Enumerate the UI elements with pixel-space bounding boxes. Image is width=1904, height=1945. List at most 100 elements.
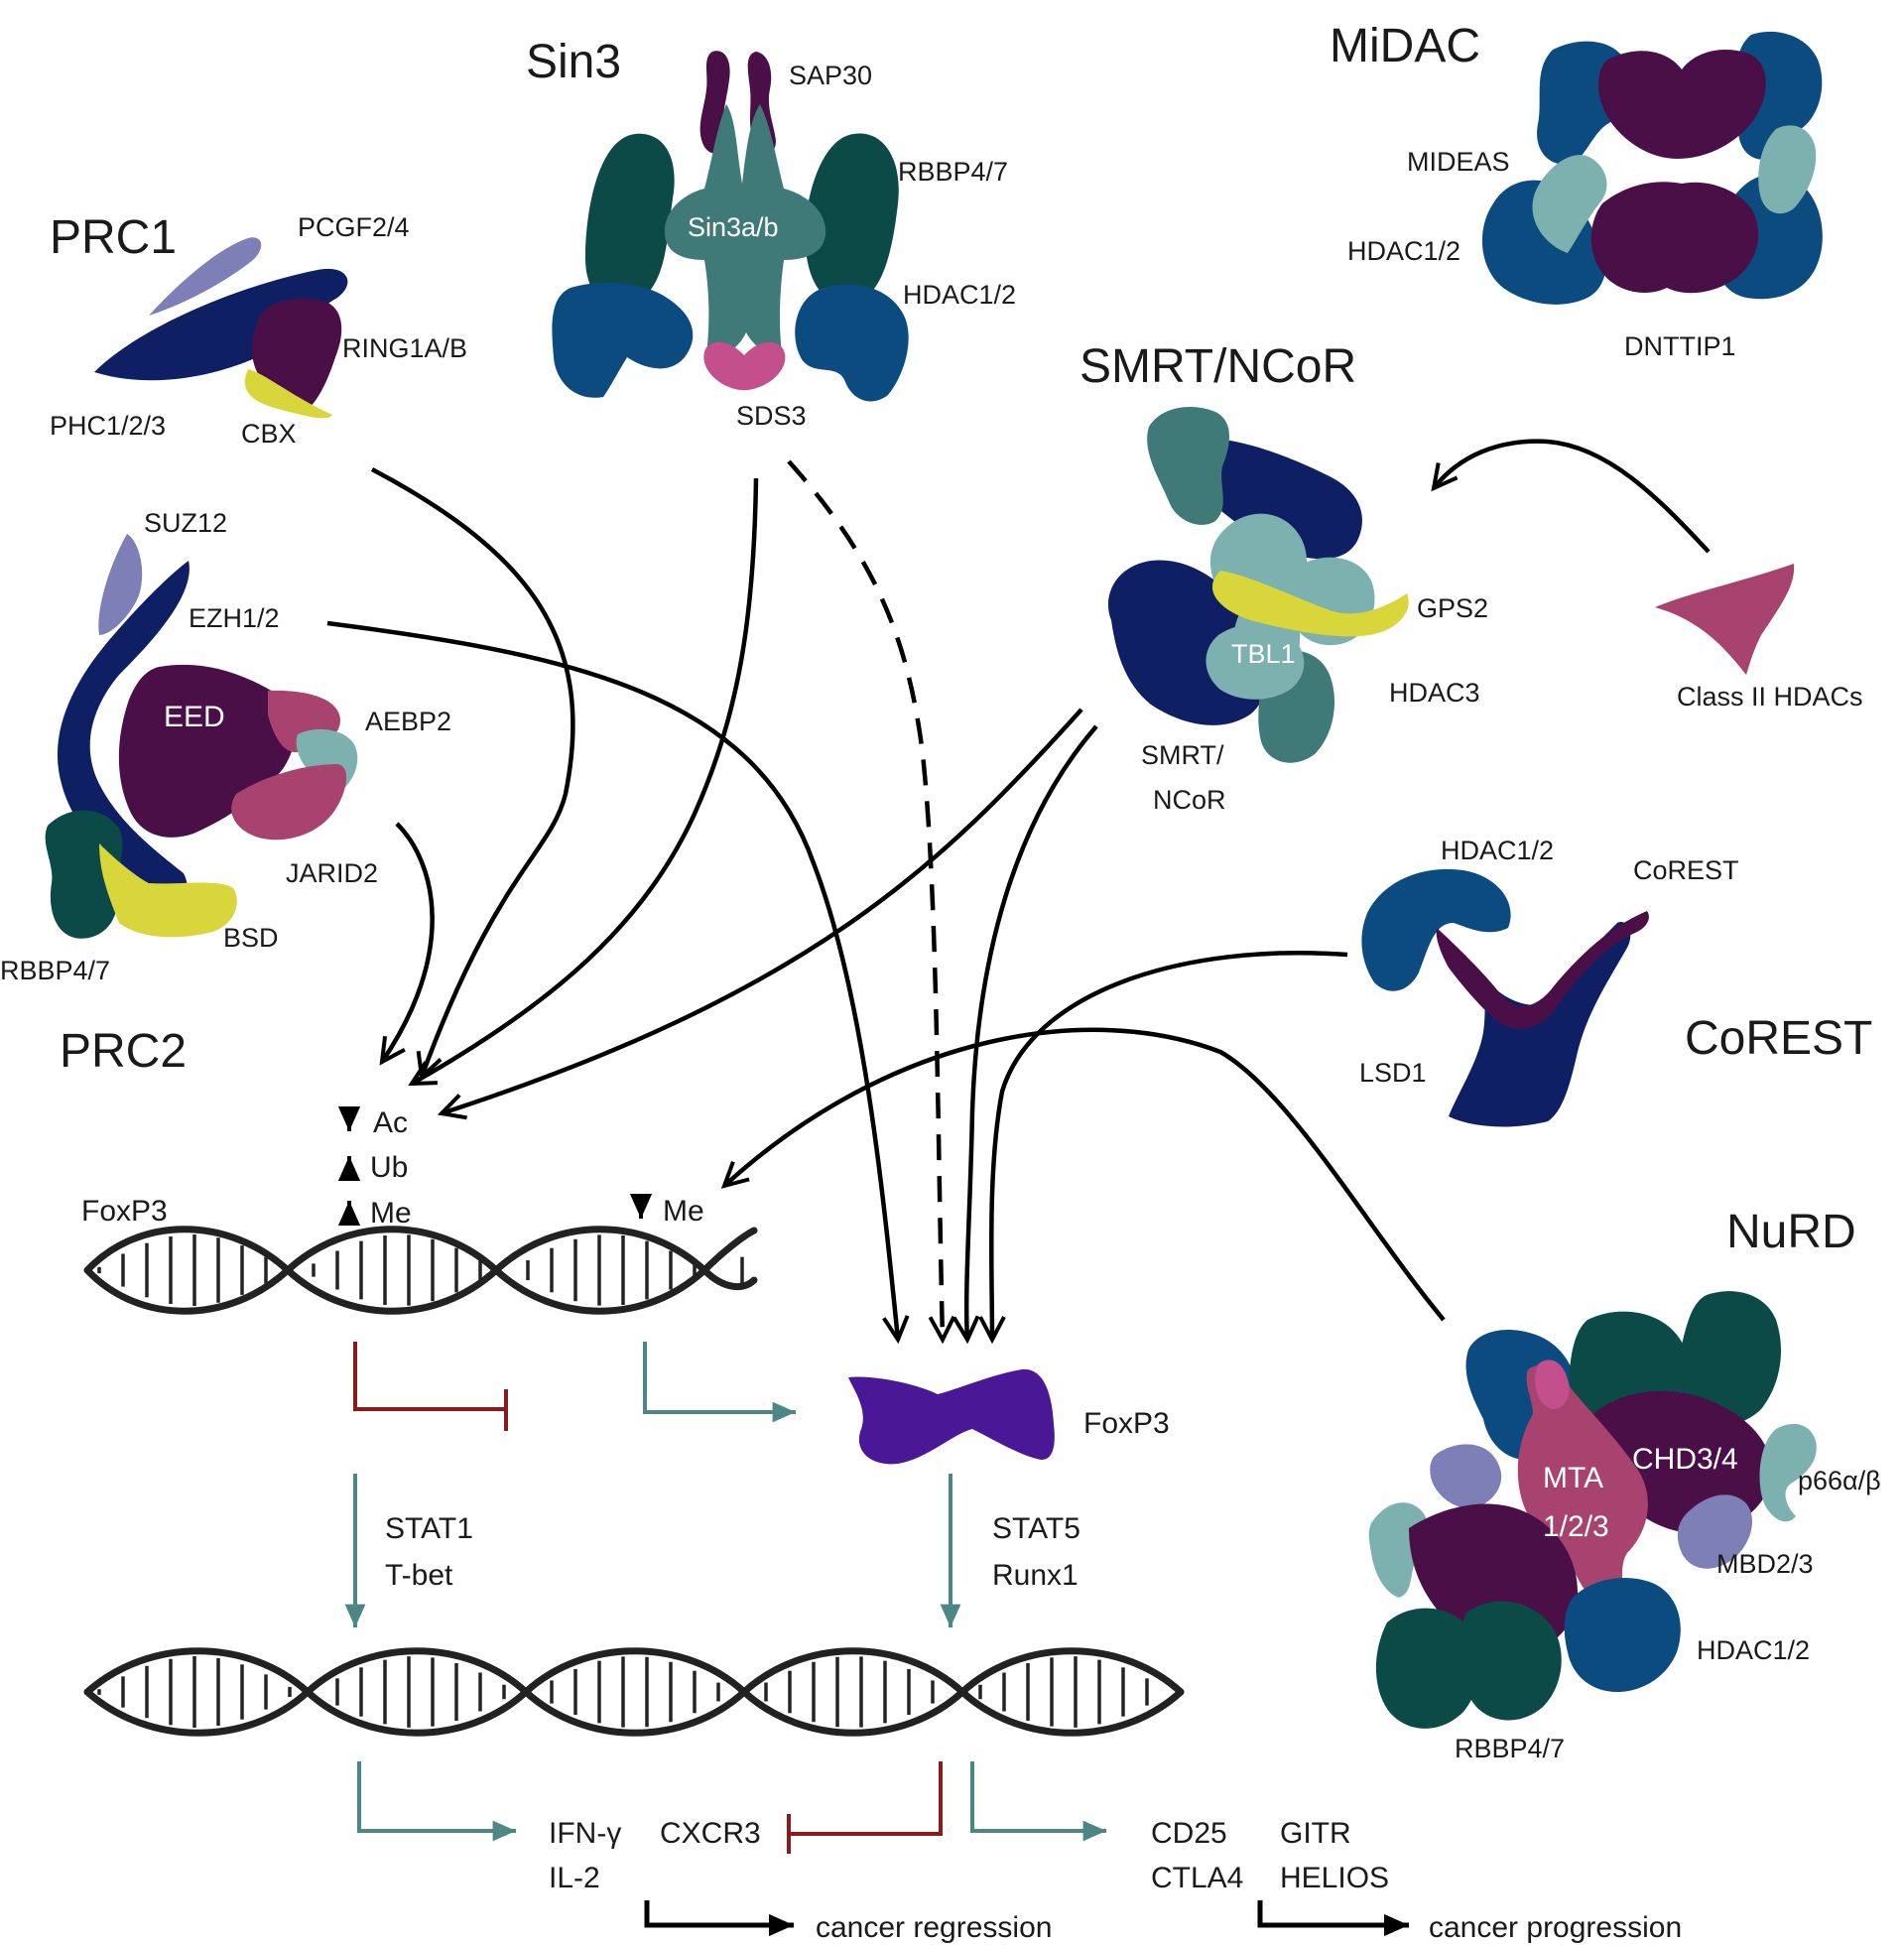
arrow-sin3-to-foxp3-dashed	[787, 459, 943, 1340]
corest-label-hdac: HDAC1/2	[1441, 836, 1554, 865]
target-gitr: GITR	[1280, 1817, 1351, 1850]
midac-dnttip-top	[1597, 50, 1766, 159]
outcome-arrow-regression	[644, 1900, 794, 1937]
prc1-label-phc: PHC1/2/3	[50, 411, 166, 441]
dna-helix-foxp3: FoxP3	[81, 1195, 758, 1315]
midac-complex: MiDAC MIDEAS HDAC1/2 DNTTIP1	[1330, 20, 1823, 361]
prc1-label-ring1: RING1A/B	[342, 333, 467, 363]
nurd-mta	[1517, 1364, 1648, 1607]
activation-arrow-cd25	[970, 1761, 1106, 1842]
rbbp-right	[805, 133, 899, 304]
corest-label-lsd1: LSD1	[1359, 1058, 1427, 1088]
nurd-inner-chd: CHD3/4	[1632, 1443, 1738, 1476]
prc2-label-jarid2: JARID2	[286, 858, 378, 888]
regulation-arrows	[326, 439, 1711, 1340]
arrow-corest-to-foxp3	[991, 950, 1348, 1340]
target-cd25: CD25	[1151, 1817, 1227, 1850]
target-outputs: IFN-γ IL-2 CXCR3 CD25 CTLA4 GITR HELIOS	[357, 1761, 1389, 1894]
corest-corest	[1436, 911, 1649, 1029]
gps2-subunit	[1211, 571, 1409, 637]
smrt-teal-top	[1147, 407, 1230, 525]
gene-label-foxp3: FoxP3	[81, 1195, 168, 1228]
arrow-ezh-to-foxp3	[326, 620, 898, 1340]
nurd-label-hdac: HDAC1/2	[1697, 1635, 1810, 1665]
class2-hdac-shape	[1655, 564, 1795, 675]
sds3-subunit	[703, 341, 786, 391]
activation-arrow-foxp3	[643, 1342, 796, 1423]
prc1-title: PRC1	[50, 211, 177, 264]
rbbp-subunit	[45, 810, 123, 939]
mod-label-me-right: Me	[663, 1195, 704, 1228]
midac-mideas-right	[1758, 125, 1817, 214]
nurd-mta-top	[1535, 1360, 1570, 1409]
corest-lsd1	[1449, 922, 1631, 1127]
nurd-rbbp-2	[1459, 1601, 1562, 1721]
class2-hdacs: Class II HDACs	[1655, 564, 1863, 712]
prc1-label-pcgf: PCGF2/4	[298, 212, 410, 242]
smrt-label-gps2: GPS2	[1417, 593, 1488, 623]
foxp3-gene-outputs	[353, 1342, 796, 1431]
protein-label-foxp3: FoxP3	[1083, 1407, 1170, 1440]
jarid2-subunit	[231, 764, 347, 841]
nurd-chd-top-2	[1678, 1291, 1781, 1425]
prc1-label-cbx: CBX	[241, 419, 297, 449]
sin3-label-sap30: SAP30	[789, 61, 872, 90]
factor-arrows: STAT1 T-bet STAT5 Runx1	[344, 1474, 1080, 1627]
midac-title: MiDAC	[1330, 20, 1480, 72]
tbl1-subunit	[1206, 623, 1305, 700]
sin3ab-subunit	[664, 104, 826, 356]
repression-bar-cxcr3	[787, 1761, 943, 1854]
prc2-title: PRC2	[60, 1025, 187, 1078]
outcomes: cancer regression cancer progression	[644, 1900, 1682, 1944]
activation-arrow-ifng	[357, 1761, 516, 1842]
arrow-prc1-to-ac	[370, 467, 575, 1077]
prc2-label-ezh: EZH1/2	[189, 603, 280, 633]
sin3-label-sds3: SDS3	[736, 401, 807, 431]
dna-helix-targets	[83, 1647, 1185, 1737]
target-cxcr3: CXCR3	[660, 1817, 761, 1850]
smrt-inner-tbl1: TBL1	[1231, 639, 1296, 669]
rbbp-left	[585, 133, 675, 307]
class2-label: Class II HDACs	[1677, 682, 1863, 712]
foxp3-protein-shape	[848, 1368, 1055, 1465]
nurd-inner-mta: MTA	[1543, 1462, 1603, 1494]
nurd-title: NuRD	[1726, 1206, 1856, 1258]
sin3-label-rbbp: RBBP4/7	[898, 157, 1008, 187]
nurd-lav-1	[1430, 1444, 1502, 1509]
prc2-label-rbbp: RBBP4/7	[0, 956, 110, 985]
dna-rungs-foxp3	[97, 1234, 744, 1306]
bsd-subunit	[99, 843, 237, 938]
nurd-lav-mbd	[1677, 1494, 1753, 1569]
modifications-left: Ac Ub Me	[337, 1105, 412, 1230]
arrow-class2-to-smrt	[1434, 439, 1711, 554]
smrt-label-smrt: SMRT/	[1141, 740, 1224, 770]
factor-stat1: STAT1	[385, 1512, 473, 1545]
mod-label-ub: Ub	[370, 1151, 408, 1184]
arrow-prc2-to-ac	[382, 822, 435, 1062]
nurd-label-rbbp: RBBP4/7	[1455, 1734, 1565, 1763]
corest-hdac	[1361, 868, 1511, 991]
suz12-subunit	[98, 534, 143, 635]
corest-label-corest: CoREST	[1633, 855, 1739, 885]
sin3-inner-sin3ab: Sin3a/b	[688, 212, 779, 242]
factor-tbet: T-bet	[385, 1559, 453, 1592]
prc2-label-bsd: BSD	[223, 923, 279, 953]
nurd-p66-right	[1759, 1423, 1817, 1522]
arrow-nurd-to-me	[724, 1027, 1446, 1322]
prc2-complex: EED SUZ12 EZH1/2 AEBP2 JARID2 BSD RBBP4/…	[0, 508, 451, 1078]
smrt-complex: SMRT/NCoR TBL1 GPS2 HDAC3 SMRT/ NCoR	[1079, 340, 1488, 815]
prc1-complex: PRC1 PCGF2/4 RING1A/B PHC1/2/3 CBX	[50, 211, 467, 449]
arrow-smrt-to-foxp3	[966, 724, 1098, 1340]
smrt-label-hdac3: HDAC3	[1389, 678, 1480, 708]
factor-stat5: STAT5	[992, 1512, 1080, 1545]
midac-label-mideas: MIDEAS	[1407, 147, 1510, 177]
cbx-subunit	[244, 369, 332, 419]
prc2-label-suz12: SUZ12	[144, 508, 227, 538]
phc-subunit	[94, 268, 348, 381]
sin3-complex: Sin3 Sin3a/b SAP30 RBBP4/7 HDAC1/2 SDS3	[526, 36, 1016, 431]
nurd-label-p66: p66α/β	[1798, 1466, 1881, 1495]
outcome-regression: cancer regression	[816, 1911, 1052, 1944]
repression-bar-left	[353, 1342, 508, 1431]
outcome-progression: cancer progression	[1429, 1911, 1682, 1944]
